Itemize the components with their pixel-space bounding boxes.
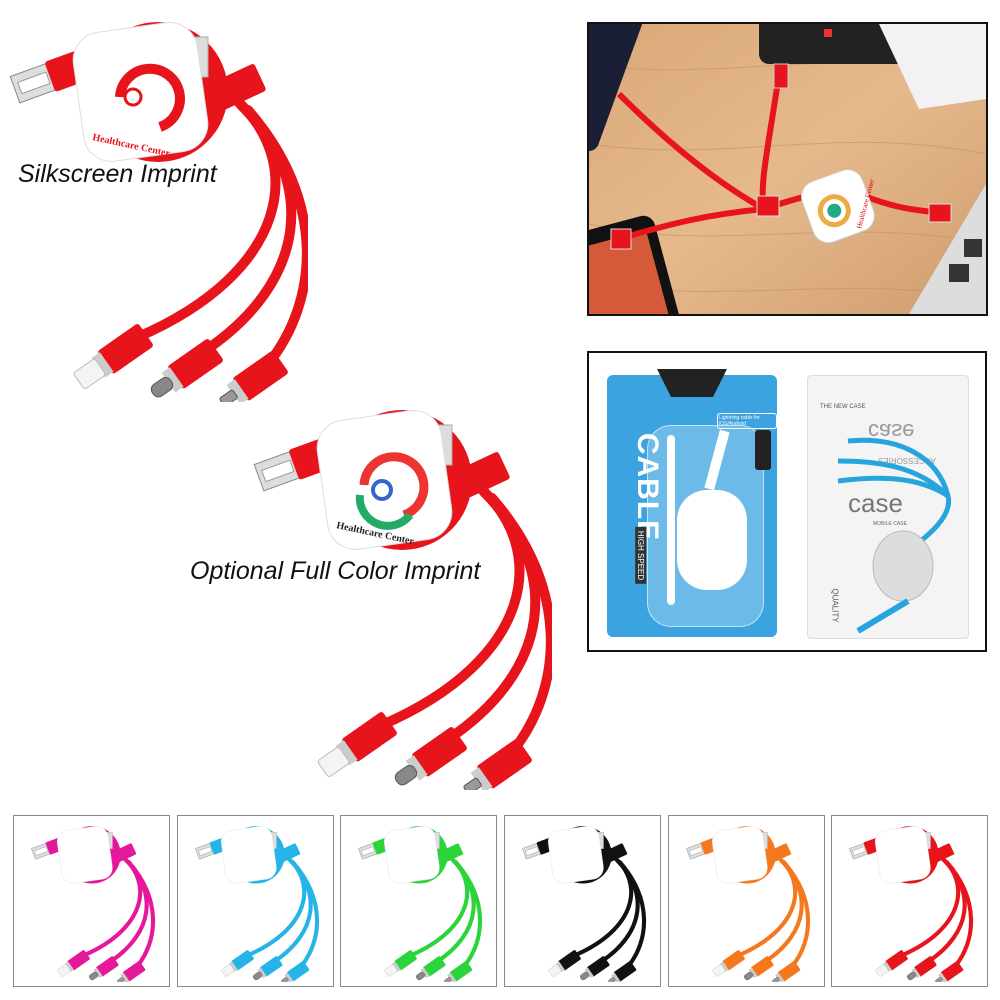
connector — [384, 950, 417, 977]
cable-wires — [572, 854, 647, 969]
variant-pink[interactable] — [13, 815, 170, 987]
retractable-cable-fullcolor: Healthcare Center — [253, 409, 556, 795]
reel-face — [220, 826, 277, 884]
connector — [89, 956, 119, 981]
connector — [935, 961, 964, 982]
connector — [150, 339, 223, 398]
packaging-photo: CABLE HIGH SPEED Lightning cable for iOS… — [587, 351, 987, 652]
connector — [580, 956, 610, 981]
cable-wires — [245, 854, 320, 969]
blue-cable — [837, 437, 952, 634]
cable-wires — [736, 854, 811, 969]
reel-face — [383, 826, 440, 884]
reel-face — [547, 826, 604, 884]
connector — [744, 956, 774, 981]
connector — [416, 956, 446, 981]
white-reel — [677, 490, 747, 590]
connector — [221, 950, 254, 977]
variant-cable-black — [522, 826, 647, 982]
connector — [444, 961, 473, 982]
clear-bag: THE NEW CASE case ACCESSORIES case MOBIL… — [807, 375, 969, 639]
connector — [117, 961, 146, 982]
cable-wires — [408, 854, 483, 969]
cable-junction — [756, 195, 780, 217]
cable-wires — [899, 854, 974, 969]
usb-icon — [755, 430, 771, 470]
cable-wires — [377, 480, 556, 757]
lifestyle-scene: Healthcare Center — [589, 24, 986, 314]
variant-cable-green — [358, 826, 483, 982]
retractable-cable-silkscreen: Healthcare Center — [9, 21, 312, 407]
silkscreen-label: Silkscreen Imprint — [18, 160, 217, 188]
connector — [73, 324, 153, 389]
reel-face — [711, 826, 768, 884]
connector — [281, 961, 310, 982]
bag-header: THE NEW CASE — [820, 404, 866, 410]
blister-badge: HIGH SPEED — [635, 526, 647, 585]
phone-top — [759, 24, 909, 64]
fullcolor-label: Optional Full Color Imprint — [190, 557, 481, 585]
variant-cable-blue — [195, 826, 320, 982]
blister-pack: CABLE HIGH SPEED Lightning cable for iOS… — [607, 369, 777, 637]
bag-brand-2: case — [848, 488, 903, 518]
white-box — [879, 24, 986, 109]
cable-wires — [133, 92, 312, 369]
product-silkscreen: Healthcare Center — [8, 12, 312, 407]
connector — [907, 956, 937, 981]
connector — [548, 950, 581, 977]
hang-tab — [657, 369, 727, 397]
variant-orange[interactable] — [668, 815, 825, 987]
laptop — [909, 184, 986, 314]
phone-bottom-left — [589, 215, 681, 314]
variant-cable-red — [849, 826, 974, 982]
lifestyle-photo: Healthcare Center — [587, 22, 988, 316]
product-fullcolor: Healthcare Center — [252, 400, 556, 795]
variant-cable-orange — [686, 826, 811, 982]
connector — [712, 950, 745, 977]
variant-red[interactable] — [831, 815, 988, 987]
connector — [772, 961, 801, 982]
reel — [800, 169, 875, 244]
connector — [57, 950, 90, 977]
white-cables — [667, 435, 675, 605]
connector — [875, 950, 908, 977]
connector — [253, 956, 283, 981]
variant-blue[interactable] — [177, 815, 334, 987]
connector — [608, 961, 637, 982]
variant-green[interactable] — [340, 815, 497, 987]
connector — [317, 712, 397, 777]
bag-brand-2-sub: MOBILE CASE — [873, 521, 907, 527]
connector — [463, 739, 532, 795]
connector — [394, 727, 467, 786]
connector — [219, 351, 288, 407]
cable-wires — [81, 854, 156, 969]
variant-black[interactable] — [504, 815, 661, 987]
variant-cable-pink — [31, 826, 156, 982]
reel-face — [874, 826, 931, 884]
reel-face — [56, 826, 113, 884]
